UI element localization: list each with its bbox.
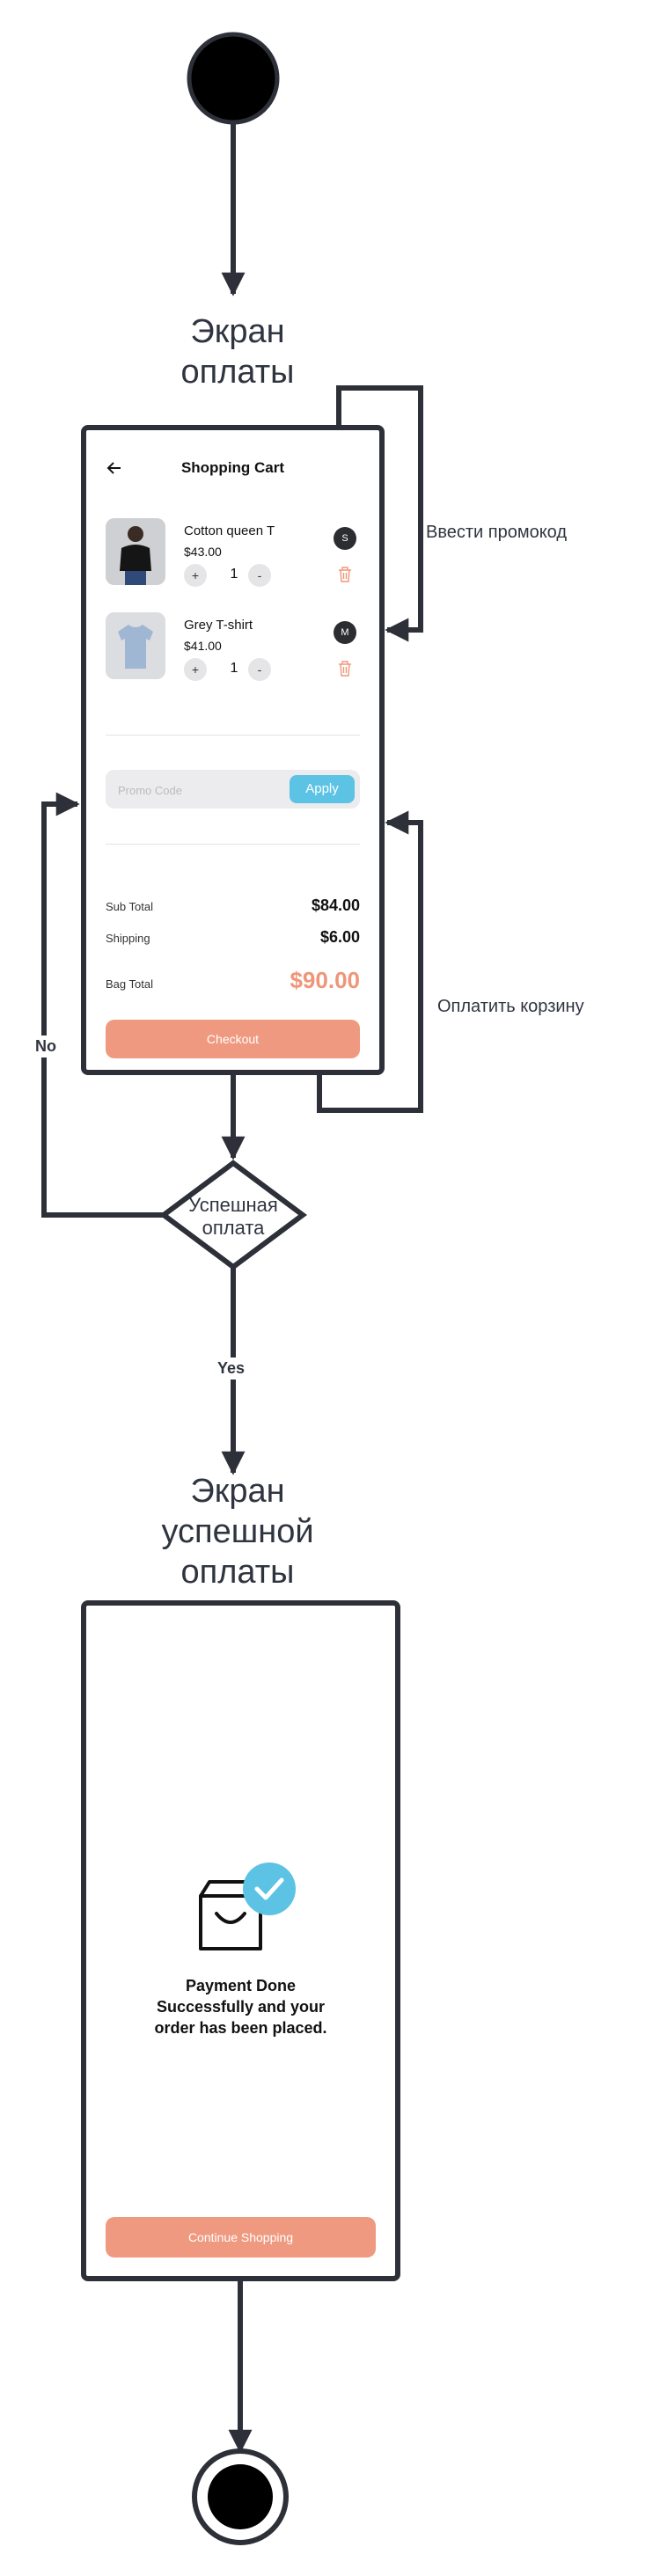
qty-minus-button[interactable]: -: [248, 658, 271, 681]
apply-button[interactable]: Apply: [290, 775, 355, 803]
edge-label-pay: Оплатить корзину: [437, 997, 584, 1017]
size-badge[interactable]: S: [334, 527, 356, 550]
continue-shopping-button[interactable]: Continue Shopping: [106, 2217, 376, 2258]
check-circle-icon: [243, 1862, 296, 1915]
product-image: [106, 612, 165, 679]
total-value: $90.00: [290, 967, 360, 993]
edge-no: [41, 792, 164, 1218]
item-price: $41.00: [184, 639, 222, 653]
size-badge[interactable]: M: [334, 621, 356, 644]
cart-title: Shopping Cart: [180, 459, 285, 476]
subtotal-row: Sub Total $84.00: [106, 896, 360, 918]
payment-done-message: Payment Done Successfully and your order…: [154, 1977, 327, 2037]
subtotal-label: Sub Total: [106, 900, 153, 913]
edge-pay-loop: [317, 810, 423, 1113]
checkout-button[interactable]: Checkout: [106, 1020, 360, 1058]
subtotal-value: $84.00: [311, 896, 360, 914]
trash-icon[interactable]: [337, 660, 353, 677]
arrow-left-icon[interactable]: [106, 459, 123, 477]
qty-minus-button[interactable]: -: [248, 564, 271, 587]
trash-icon[interactable]: [337, 566, 353, 583]
shopping-bag-icon: [199, 1862, 296, 1950]
edge-promo-loop: [336, 385, 423, 642]
product-image: [106, 518, 165, 585]
item-price: $43.00: [184, 545, 222, 559]
decision-label: Успешная оплата: [188, 1194, 278, 1239]
item-name: Cotton queen T: [184, 523, 275, 538]
divider: [106, 844, 360, 845]
cart-item: Grey T-shirt $41.00 + 1 - M: [106, 612, 362, 683]
cart-header: Shopping Cart: [86, 452, 379, 487]
qty-plus-button[interactable]: +: [184, 564, 207, 587]
payment-success-screen: Payment Done Successfully and your order…: [81, 1600, 400, 2281]
promo-code-input[interactable]: [116, 770, 278, 810]
total-row: Bag Total $90.00: [106, 967, 360, 997]
edge-label-promo: Ввести промокод: [426, 523, 568, 543]
end-node-core: [208, 2464, 273, 2529]
payment-screen-title: Экран оплаты: [180, 313, 295, 391]
edge-label-yes: Yes: [214, 1358, 249, 1379]
shopping-cart-screen: Shopping Cart Cotton queen T $43.00 + 1 …: [81, 425, 385, 1075]
success-screen-title: Экран успешной оплаты: [161, 1473, 314, 1591]
tshirt-icon: [106, 612, 165, 679]
shipping-row: Shipping $6.00: [106, 928, 360, 949]
qty-value: 1: [230, 567, 238, 582]
edge-label-no: No: [32, 1036, 60, 1057]
promo-code-box: Apply: [106, 770, 360, 810]
qty-value: 1: [230, 661, 238, 676]
item-name: Grey T-shirt: [184, 618, 253, 633]
cart-item: Cotton queen T $43.00 + 1 - S: [106, 518, 362, 589]
total-label: Bag Total: [106, 977, 153, 991]
person-tshirt-icon: [106, 518, 165, 585]
start-node: [187, 32, 280, 125]
shipping-value: $6.00: [319, 928, 360, 946]
shipping-label: Shipping: [106, 932, 150, 945]
qty-plus-button[interactable]: +: [184, 658, 207, 681]
